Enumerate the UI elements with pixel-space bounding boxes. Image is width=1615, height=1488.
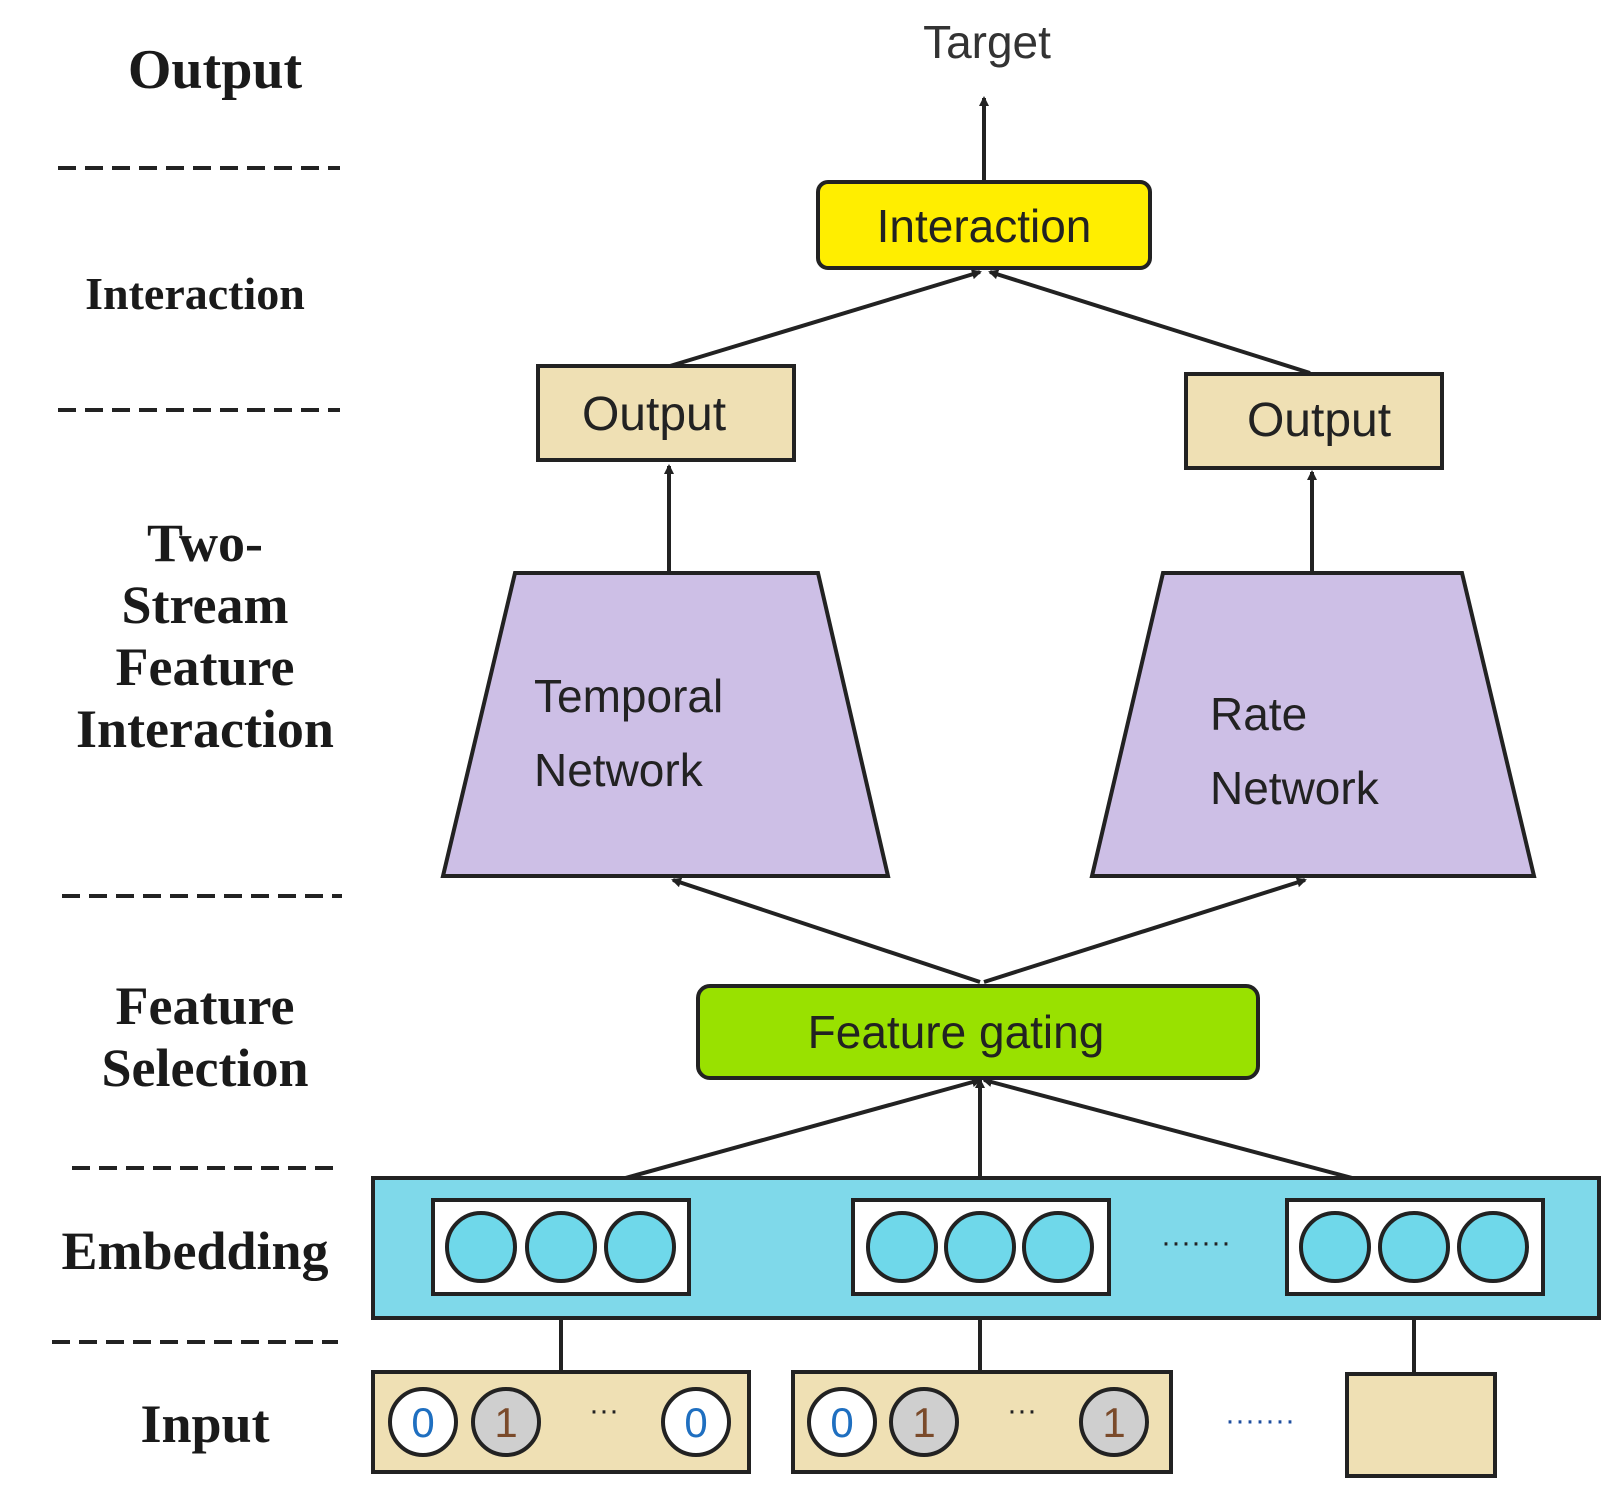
input-bit [471, 1387, 541, 1457]
arrow-emb1-to-gating [563, 1077, 982, 1197]
output-box-left [536, 364, 796, 462]
input-field-1: 0 1 ··· 0 [371, 1370, 751, 1474]
input-bit-value: 0 [830, 1399, 853, 1446]
output-box-right [1184, 372, 1444, 470]
layer-separators [52, 166, 342, 1344]
embedding-circle [604, 1211, 676, 1283]
embedding-ellipsis: ······· [1161, 1226, 1231, 1259]
embedding-circle [445, 1211, 517, 1283]
input-bit [889, 1387, 959, 1457]
input-field-3 [1345, 1372, 1497, 1478]
embedding-circle [1457, 1211, 1529, 1283]
input-bit [661, 1387, 731, 1457]
embedding-vector-3 [1285, 1198, 1545, 1296]
input-bit [807, 1387, 877, 1457]
input-bit-value: 0 [411, 1399, 434, 1446]
embedding-circle [1299, 1211, 1371, 1283]
rate-network-label-line1: Rate [1210, 688, 1307, 740]
embedding-circle [866, 1211, 938, 1283]
rate-network [1089, 571, 1537, 878]
layer-label-input: Input [140, 1394, 270, 1454]
input-bit-value: 1 [912, 1399, 935, 1446]
input-ellipsis: ··· [1007, 1394, 1037, 1427]
temporal-network [440, 571, 891, 878]
connectors [556, 96, 1419, 1372]
embedding-circle [1022, 1211, 1094, 1283]
interaction-label: Interaction [877, 200, 1092, 252]
rate-network-label-line2: Network [1210, 762, 1380, 814]
arrow-emb3-to-gating [982, 1077, 1417, 1197]
arrow-right-output-to-interaction [988, 269, 1311, 375]
embedding-vector-2 [851, 1198, 1111, 1296]
embedding-circle [944, 1211, 1016, 1283]
input-field-2: 0 1 ··· 1 [791, 1370, 1173, 1474]
interaction-box [816, 180, 1152, 270]
temporal-network-label-line1: Temporal [534, 670, 723, 722]
arrow-left-output-to-interaction [669, 269, 982, 368]
input-bit-value: 1 [1102, 1399, 1125, 1446]
embedding-vector-1 [431, 1198, 691, 1296]
embedding-circle [1378, 1211, 1450, 1283]
input-bit-value: 0 [684, 1399, 707, 1446]
arrow-gating-to-rate [983, 877, 1307, 984]
layer-label-output: Output [127, 39, 303, 101]
feature-gating-box [696, 984, 1260, 1080]
input-ellipsis: ··· [589, 1394, 619, 1427]
output-right-label: Output [1247, 394, 1391, 447]
input-bit [1079, 1387, 1149, 1457]
input-ellipsis-between: ······· [1225, 1404, 1295, 1437]
target-label: Target [923, 16, 1051, 68]
embedding-circle [525, 1211, 597, 1283]
layer-label-interaction: Interaction [85, 268, 305, 319]
output-left-label: Output [582, 388, 726, 441]
input-bit [388, 1387, 458, 1457]
feature-gating-label: Feature gating [808, 1006, 1105, 1058]
layer-label-two-stream-feature-interaction: Two- Stream Feature Interaction [76, 513, 334, 760]
layer-label-feature-selection: Feature Selection [101, 976, 309, 1099]
layer-label-embedding: Embedding [61, 1221, 329, 1281]
arrow-gating-to-temporal [671, 877, 981, 984]
temporal-network-label-line2: Network [534, 744, 704, 796]
input-bit-value: 1 [494, 1399, 517, 1446]
